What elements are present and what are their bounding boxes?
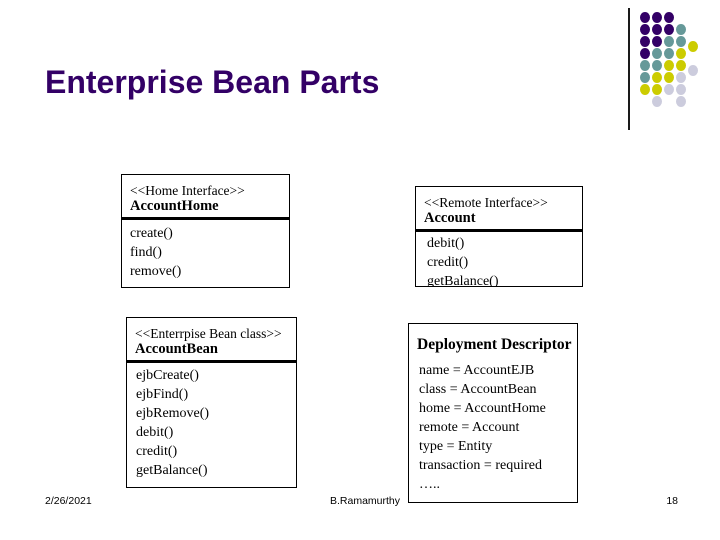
- descriptor-entry-list: name = AccountEJB class = AccountBean home…: [409, 354, 577, 494]
- decoration-dot: [664, 84, 674, 95]
- descriptor-entry: home = AccountHome: [419, 401, 546, 416]
- decoration-dot: [640, 12, 650, 23]
- footer-author: B.Ramamurthy: [330, 495, 401, 507]
- class-name-label: Account: [424, 210, 476, 226]
- decoration-dot: [664, 12, 674, 23]
- uml-box-header: <<Remote Interface>> Account: [416, 187, 582, 227]
- decoration-dot: [652, 96, 662, 107]
- decoration-dot: [664, 60, 674, 71]
- decoration-dot: [688, 41, 698, 52]
- class-name-label: AccountBean: [135, 341, 218, 357]
- decoration-dot: [676, 48, 686, 59]
- decoration-dot: [676, 96, 686, 107]
- decoration-dot: [640, 48, 650, 59]
- class-name-label: AccountHome: [130, 198, 219, 214]
- decoration-dot: [664, 72, 674, 83]
- decoration-dot: [676, 24, 686, 35]
- method-label: debit(): [427, 236, 465, 251]
- decoration-dot: [688, 65, 698, 76]
- decoration-dot: [640, 36, 650, 47]
- deployment-descriptor-box: Deployment Descriptor name = AccountEJB c…: [408, 323, 578, 503]
- method-list: ejbCreate() ejbFind() ejbRemove() debit() cr…: [127, 363, 296, 480]
- method-label: ejbRemove(): [136, 406, 210, 421]
- method-label: debit(): [136, 425, 174, 440]
- method-label: ejbCreate(): [136, 368, 199, 383]
- descriptor-title: Deployment Descriptor: [417, 336, 572, 353]
- decoration-dot: [652, 48, 662, 59]
- method-label: getBalance(): [136, 463, 208, 478]
- descriptor-entry: remote = Account: [419, 420, 520, 435]
- descriptor-entry: name = AccountEJB: [419, 363, 535, 378]
- class-divider: [122, 217, 289, 220]
- decoration-dot: [652, 12, 662, 23]
- decoration-dot: [640, 60, 650, 71]
- method-label: credit(): [136, 444, 178, 459]
- uml-box-bean-class: <<Enterrpise Bean class>> AccountBean ej…: [126, 317, 297, 488]
- descriptor-entry: …..: [419, 477, 440, 492]
- method-label: find(): [130, 245, 162, 260]
- footer-page-number: 18: [666, 495, 678, 507]
- footer-date: 2/26/2021: [45, 495, 92, 507]
- descriptor-entry: transaction = required: [419, 458, 542, 473]
- decoration-dot: [676, 84, 686, 95]
- decoration-dot: [652, 84, 662, 95]
- decoration-dot: [676, 60, 686, 71]
- decoration-vertical-rule: [628, 8, 630, 130]
- decoration-dot: [652, 36, 662, 47]
- decoration-dot: [664, 48, 674, 59]
- decoration-dot: [652, 60, 662, 71]
- page-title: Enterprise Bean Parts: [45, 64, 380, 100]
- decoration-dot: [640, 84, 650, 95]
- descriptor-entry: type = Entity: [419, 439, 493, 454]
- decoration-dot: [676, 36, 686, 47]
- stereotype-label: <<Remote Interface>>: [424, 195, 548, 210]
- decoration-dot: [640, 24, 650, 35]
- method-label: remove(): [130, 264, 182, 279]
- stereotype-label: <<Enterrpise Bean class>>: [135, 326, 282, 341]
- decoration-dot: [664, 24, 674, 35]
- decoration-dot: [652, 24, 662, 35]
- decoration-dot: [652, 72, 662, 83]
- dot-decoration: [640, 12, 700, 122]
- decoration-dot: [664, 36, 674, 47]
- class-divider: [127, 360, 296, 363]
- descriptor-entry: class = AccountBean: [419, 382, 537, 397]
- method-label: credit(): [427, 255, 469, 270]
- decoration-dot: [640, 72, 650, 83]
- uml-box-header: <<Home Interface>> AccountHome: [122, 175, 289, 215]
- uml-box-remote-interface: <<Remote Interface>> Account debit() cred…: [415, 186, 583, 287]
- uml-box-header: <<Enterrpise Bean class>> AccountBean: [127, 318, 296, 358]
- class-divider: [416, 229, 582, 232]
- method-label: ejbFind(): [136, 387, 189, 402]
- method-label: getBalance(): [427, 274, 499, 287]
- method-label: create(): [130, 226, 173, 241]
- method-list: debit() credit() getBalance(): [416, 232, 582, 287]
- method-list: create() find() remove(): [122, 220, 289, 281]
- stereotype-label: <<Home Interface>>: [130, 183, 245, 198]
- uml-box-home-interface: <<Home Interface>> AccountHome create() f…: [121, 174, 290, 288]
- decoration-dot: [676, 72, 686, 83]
